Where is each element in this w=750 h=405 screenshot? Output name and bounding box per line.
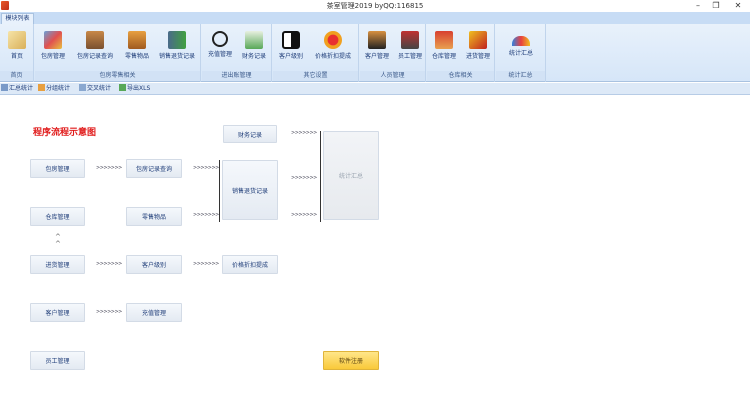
ribbon-btn-room-record[interactable]: 包房记录查询 [73,28,117,66]
flow-arrow: >>>>>>> [193,212,219,218]
flow-arrow: >>>>>>> [291,175,317,181]
minimize-button[interactable]: – [696,1,700,10]
flow-arrow: >>>>>>> [291,212,317,218]
flow-recharge-button[interactable]: 充值管理 [126,303,182,322]
flow-bracket-line [219,160,220,222]
flow-arrow: >>>>>>> [291,130,317,136]
ribbon-btn-customer[interactable]: 客户管理 [361,28,393,66]
ribbon-btn-finance[interactable]: 财务记录 [238,28,270,66]
flow-customer-button[interactable]: 客户管理 [30,303,85,322]
flow-warehouse-button[interactable]: 仓库管理 [30,207,85,226]
register-button[interactable]: 软件注册 [323,351,379,370]
title-bar: 茶室管理2019 byQQ:116815 – ❐ ✕ [0,0,750,12]
gear-dollar-icon [212,31,228,47]
flow-room-record-button[interactable]: 包房记录查询 [126,159,182,178]
stats-toolbar: 汇总统计 分组统计 交叉统计 导出XLS [0,83,750,95]
flow-sales-button[interactable]: 销售退货记录 [222,160,278,220]
truck-icon [469,31,487,49]
box-icon [86,31,104,49]
flow-purchase-button[interactable]: 进货管理 [30,255,85,274]
export-icon [119,84,126,91]
goods-icon [128,31,146,49]
group-other-settings: 客户级别 价格折扣提成 其它设置 [273,24,359,82]
ribbon-btn-level[interactable]: 客户级别 [275,28,307,66]
table-icon [79,84,86,91]
home-note-icon [8,31,26,49]
flow-arrow: >>>>>>> [96,309,122,315]
tab-bar: 模块列表 [0,12,750,24]
up-arrow-icon: ^ [55,240,61,248]
summary-stats-button[interactable]: 汇总统计 [1,84,33,94]
employee-icon [401,31,419,49]
group-stats: 统计汇总 统计汇总 [496,24,546,82]
cross-stats-button[interactable]: 交叉统计 [79,84,111,94]
money-icon [245,31,263,49]
ribbon-btn-home[interactable]: 首页 [2,28,32,66]
chart-icon [512,36,530,46]
flow-arrow: >>>>>>> [193,261,219,267]
window-title: 茶室管理2019 byQQ:116815 [326,2,424,10]
ribbon-btn-sales[interactable]: 销售退货记录 [155,28,199,66]
group-personnel: 客户管理 员工管理 人员管理 [360,24,426,82]
customer-icon [368,31,386,49]
room-icon [44,31,62,49]
flow-discount-button[interactable]: 价格折扣提成 [222,255,278,274]
ribbon-btn-discount[interactable]: 价格折扣提成 [309,28,357,66]
restore-button[interactable]: ❐ [712,1,720,10]
app-icon [1,1,9,10]
ribbon-btn-recharge[interactable]: 充值管理 [204,28,236,66]
group-home: 首页 首页 [0,24,34,82]
group-stats-button[interactable]: 分组统计 [38,84,70,94]
flow-finance-button[interactable]: 财务记录 [223,125,277,143]
group-warehouse: 仓库管理 进货管理 仓库相关 [427,24,495,82]
group-icon [38,84,45,91]
list-icon [1,84,8,91]
tab-module-list[interactable]: 模块列表 [1,13,34,24]
ribbon-btn-warehouse[interactable]: 仓库管理 [428,28,460,66]
group-room-retail: 包房管理 包房记录查询 零售物品 销售退货记录 包房零售相关 [35,24,201,82]
ribbon-btn-retail[interactable]: 零售物品 [121,28,153,66]
ribbon-btn-purchase[interactable]: 进货管理 [462,28,494,66]
up-arrow-icon: ^ [55,233,61,241]
flow-employee-button[interactable]: 员工管理 [30,351,85,370]
flow-room-button[interactable]: 包房管理 [30,159,85,178]
discount-icon [324,31,342,49]
warehouse-icon [435,31,453,49]
close-button[interactable]: ✕ [734,1,742,10]
export-xls-button[interactable]: 导出XLS [119,84,150,94]
ribbon-btn-stats[interactable]: 统计汇总 [504,28,538,66]
flow-arrow: >>>>>>> [96,165,122,171]
flow-retail-button[interactable]: 零售物品 [126,207,182,226]
flow-bracket-line [320,131,321,222]
flow-arrow: >>>>>>> [96,261,122,267]
contrast-icon [282,31,300,49]
flow-stats-button[interactable]: 统计汇总 [323,131,379,220]
group-accounts: 充值管理 财务记录 进出账管理 [202,24,272,82]
folder-icon [168,31,186,49]
ribbon-btn-employee[interactable]: 员工管理 [394,28,426,66]
flow-heading: 程序流程示意图 [33,128,97,138]
flow-level-button[interactable]: 客户级别 [126,255,182,274]
ribbon-btn-room[interactable]: 包房管理 [37,28,69,66]
ribbon: 首页 首页 包房管理 包房记录查询 零售物品 销售退货记录 包房零售相关 充值管… [0,24,750,82]
flow-arrow: >>>>>>> [193,165,219,171]
